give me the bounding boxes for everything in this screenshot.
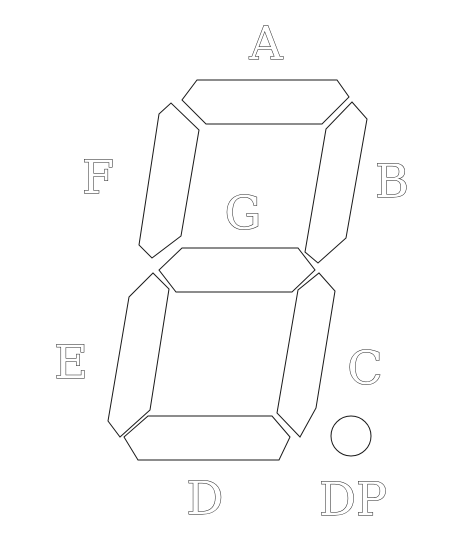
label-f: F (82, 150, 114, 204)
label-c: C (347, 341, 382, 395)
segment-e (107, 272, 170, 438)
segment-b (304, 101, 368, 264)
decimal-point (330, 415, 372, 457)
segment-f (138, 102, 200, 259)
label-g: G (225, 186, 262, 240)
segment-g (158, 247, 316, 293)
label-dp: DP (319, 472, 387, 526)
segment-d (123, 415, 291, 461)
label-b: B (375, 154, 409, 208)
label-a: A (248, 16, 283, 70)
segment-c (276, 272, 336, 438)
segment-a (181, 79, 350, 125)
label-e: E (54, 335, 88, 389)
label-d: D (187, 471, 224, 525)
